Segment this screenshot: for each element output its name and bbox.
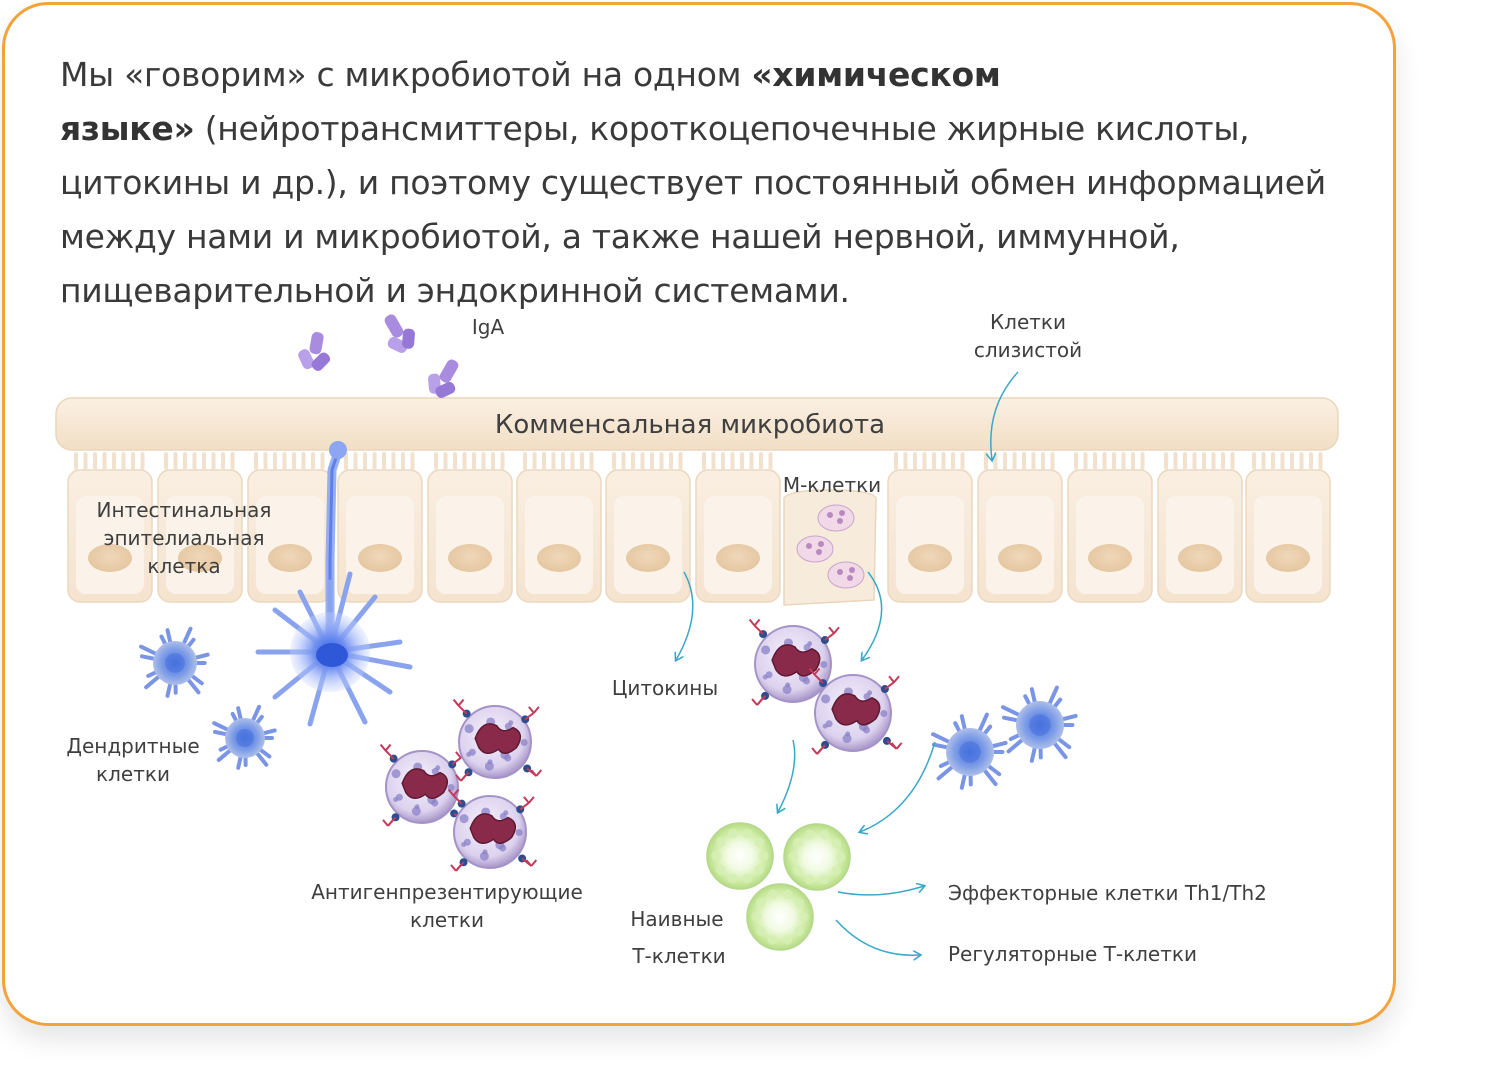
epithelial-nucleus — [908, 544, 952, 572]
epithelial-cell — [1067, 452, 1153, 603]
iga-label: IgA — [472, 315, 505, 339]
cytokine-arrow — [676, 571, 694, 660]
epithelial-cell — [247, 452, 333, 603]
naive-t-cell — [746, 883, 814, 951]
naive-t-cell — [783, 823, 851, 891]
antigen-presenting-cell — [379, 743, 470, 827]
cell-nucleus — [831, 693, 881, 726]
naive-label-line1: Наивные — [630, 907, 723, 931]
epithelial-cell — [157, 452, 243, 603]
epithelial-label-line1: Интестинальная — [97, 498, 272, 522]
apc-label-line2: клетки — [410, 908, 484, 932]
cell-nucleus — [474, 723, 522, 754]
dendritic-cell — [1001, 685, 1078, 763]
m-cell — [783, 489, 877, 606]
naive-t-cell — [706, 822, 774, 890]
intro-bold-1: «химическом — [751, 55, 1001, 94]
dendritic-cell — [139, 626, 210, 698]
mucus-label-line1: Клетки — [990, 310, 1066, 334]
effector-label: Эффекторные клетки Th1/Th2 — [948, 881, 1267, 905]
regulatory-arrow — [835, 919, 920, 955]
microbiota-label: Комменсальная микробиота — [495, 410, 885, 440]
epithelial-cell — [516, 452, 602, 603]
mucus-label-line2: слизистой — [974, 338, 1082, 362]
antigen-presenting-cell — [452, 698, 543, 782]
dendritic-to-tcell-arrow — [860, 741, 936, 832]
epithelial-cell — [427, 452, 513, 603]
epithelial-nucleus — [1266, 544, 1310, 572]
m-cell-vesicle — [817, 504, 855, 532]
m-cell-vesicle — [796, 535, 834, 563]
epithelial-nucleus — [1178, 544, 1222, 572]
epithelial-nucleus — [178, 544, 222, 572]
epithelial-nucleus — [448, 544, 492, 572]
epithelial-cell — [695, 452, 781, 603]
regulatory-label: Регуляторные Т-клетки — [948, 942, 1197, 966]
antigen-presenting-cell — [808, 667, 903, 755]
m-cell-arrow — [862, 571, 883, 660]
intro-paragraph: Мы «говорим» с микробиотой на одном «хим… — [60, 48, 1360, 318]
intro-line-2: языке» (нейротрансмиттеры, короткоцепоче… — [60, 102, 1360, 156]
intro-line-4: между нами и микробиотой, а также нашей … — [60, 217, 1180, 256]
antigen-presenting-cell — [748, 618, 843, 706]
iga-antibody-icon — [298, 332, 331, 371]
intro-bold-2: языке» — [60, 109, 195, 148]
epithelial-nucleus — [716, 544, 760, 572]
cell-nucleus — [771, 644, 821, 677]
dendritic-cell-transepithelial — [255, 441, 413, 727]
intro-line-5: пищеварительной и эндокринной системами. — [60, 271, 850, 310]
epithelial-nucleus — [1088, 544, 1132, 572]
dendritic-label-line1: Дендритные — [66, 734, 199, 758]
iga-antibody-icon — [384, 314, 415, 353]
epithelial-label-line3: клетка — [147, 554, 220, 578]
intro-text-1: Мы «говорим» с микробиотой на одном — [60, 55, 752, 94]
apc-label-line1: Антигенпрезентирующие — [311, 880, 583, 904]
iga-antibody-icon — [428, 359, 459, 398]
epithelial-nucleus — [358, 544, 402, 572]
microbiota-layer — [55, 397, 1339, 451]
epithelial-nucleus — [537, 544, 581, 572]
cell-nucleus — [469, 813, 517, 844]
apc-to-tcell-arrow — [778, 739, 796, 812]
naive-label-line2: Т-клетки — [631, 944, 725, 968]
epithelial-nucleus — [626, 544, 670, 572]
m-cells-label: M-клетки — [783, 473, 881, 497]
mucus-arrow — [991, 371, 1019, 460]
antigen-presenting-cell — [447, 788, 538, 872]
epithelial-cell — [887, 452, 973, 603]
cytokines-label: Цитокины — [612, 676, 718, 700]
epithelial-cell — [337, 452, 423, 603]
dendritic-cell — [212, 704, 277, 770]
intro-line-1: Мы «говорим» с микробиотой на одном «хим… — [60, 48, 1360, 102]
epithelial-nucleus — [88, 544, 132, 572]
intro-line-3: цитокины и др.), и поэтому существует по… — [60, 163, 1326, 202]
intro-text-2: (нейротрансмиттеры, короткоцепочечные жи… — [194, 109, 1250, 148]
m-cell-vesicle — [827, 561, 865, 589]
epithelial-cell — [1157, 452, 1243, 603]
epithelial-cell — [977, 452, 1063, 603]
effector-arrow — [837, 886, 924, 896]
epithelial-nucleus — [268, 544, 312, 572]
cell-nucleus — [401, 768, 449, 799]
epithelial-cell — [67, 452, 153, 603]
dendritic-cell — [931, 712, 1008, 790]
epithelial-cell — [605, 452, 691, 603]
epithelial-label-line2: эпителиальная — [104, 526, 265, 550]
epithelium-cells — [67, 452, 1331, 603]
epithelial-nucleus — [998, 544, 1042, 572]
epithelial-cell — [1245, 452, 1331, 603]
dendritic-label-line2: клетки — [96, 762, 170, 786]
